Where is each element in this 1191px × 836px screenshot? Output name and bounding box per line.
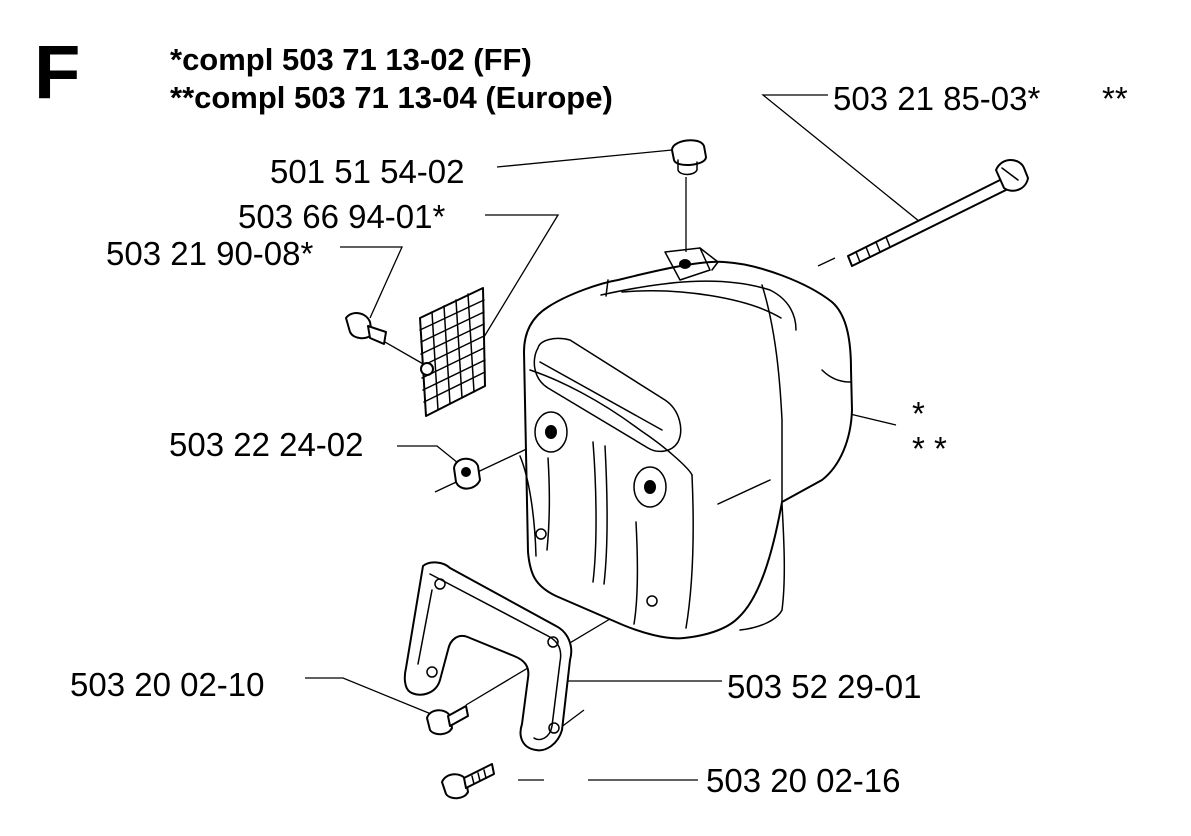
section-letter: F — [34, 30, 80, 115]
label-bolt-upper: 503 20 02-10 — [70, 666, 265, 703]
label-screw-long: 503 21 85-03* — [833, 80, 1041, 117]
label-bracket: 503 52 29-01 — [727, 668, 922, 705]
cap-icon — [671, 139, 707, 252]
screen-screw-icon — [345, 312, 387, 345]
label-muffler-star: * — [912, 395, 925, 432]
muffler-icon — [519, 247, 853, 640]
bolt-lower-icon — [441, 763, 495, 800]
header-line-2: **compl 503 71 13-04 (Europe) — [170, 80, 613, 115]
label-screen-screw: 503 21 90-08* — [106, 235, 314, 272]
label-screw-long-suffix: ** — [1102, 80, 1128, 117]
label-bolt-lower: 503 20 02-16 — [706, 762, 901, 799]
label-muffler-stars: * * — [912, 430, 947, 467]
bolt-upper-icon — [426, 705, 469, 736]
label-cap: 501 51 54-02 — [270, 153, 465, 190]
label-screen: 503 66 94-01* — [238, 198, 446, 235]
bracket-icon — [403, 561, 573, 752]
nut-icon — [453, 457, 481, 490]
label-nut: 503 22 24-02 — [169, 426, 364, 463]
spark-screen-icon — [419, 287, 486, 417]
leader-lines — [305, 94, 926, 781]
header-line-1: *compl 503 71 13-02 (FF) — [170, 42, 532, 77]
long-screw-icon — [847, 159, 1029, 267]
